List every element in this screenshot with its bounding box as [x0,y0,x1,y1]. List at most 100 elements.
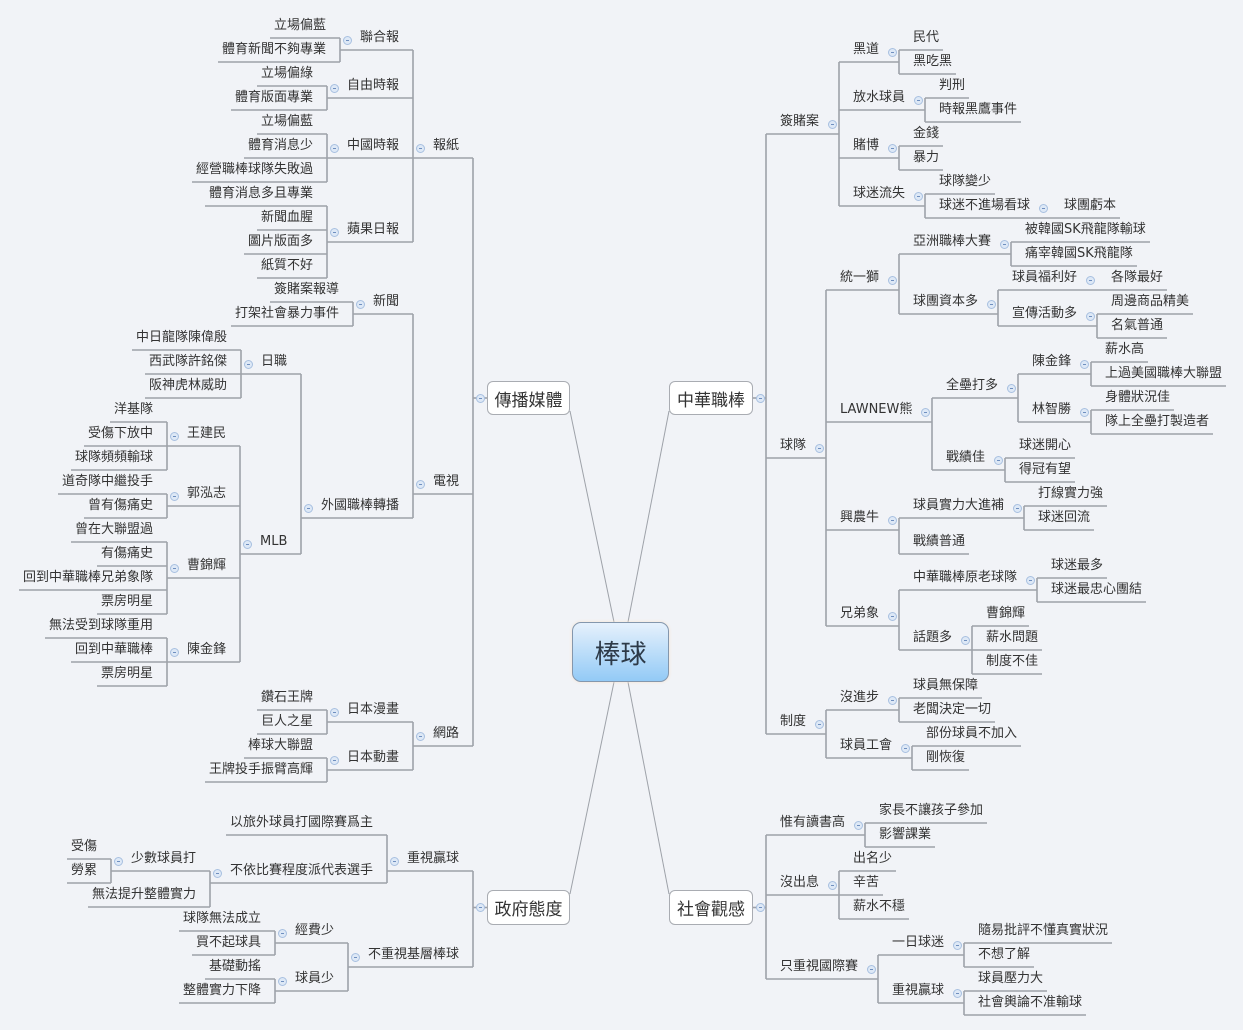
topic-node[interactable]: 鑽石王牌 [261,690,314,705]
topic-node[interactable]: 賭博 [853,138,880,153]
topic-node[interactable]: 體育消息少 [248,138,314,153]
collapse-icon[interactable] [1038,203,1048,213]
topic-node[interactable]: 洋基隊 [114,402,154,417]
collapse-icon[interactable] [329,707,339,717]
topic-node[interactable]: 體育新聞不夠專業 [222,42,327,57]
topic-node[interactable]: 回到中華職棒 [75,642,154,657]
topic-node[interactable]: 簽賭案報導 [274,282,340,297]
topic-node[interactable]: 隨易批評不懂真實狀況 [978,923,1109,938]
collapse-icon[interactable] [329,755,339,765]
topic-node[interactable]: 薪水不穩 [853,899,906,914]
topic-node[interactable]: 沒進步 [840,690,880,705]
topic-node[interactable]: 票房明星 [101,666,154,681]
topic-node[interactable]: 上過美國職棒大聯盟 [1105,366,1223,381]
collapse-icon[interactable] [169,431,179,441]
topic-node[interactable]: 球團資本多 [913,294,979,309]
collapse-icon[interactable] [986,299,996,309]
topic-node[interactable]: 聯合報 [360,30,400,45]
collapse-icon[interactable] [1006,383,1016,393]
topic-node[interactable]: 報紙 [433,138,460,153]
topic-node[interactable]: LAWNEW熊 [840,402,913,417]
topic-node[interactable]: 林智勝 [1032,402,1072,417]
topic-node[interactable]: 球團虧本 [1064,198,1117,213]
collapse-icon[interactable] [853,820,863,830]
topic-node[interactable]: 道奇隊中繼投手 [62,474,154,489]
topic-node[interactable]: 簽賭案 [780,114,820,129]
topic-node[interactable]: 買不起球具 [196,935,262,950]
topic-node[interactable]: 網路 [433,726,460,741]
topic-node[interactable]: 球迷最多 [1051,558,1104,573]
topic-node[interactable]: 部份球員不加入 [926,726,1018,741]
collapse-icon[interactable] [866,964,876,974]
topic-node[interactable]: 名氣普通 [1111,318,1164,333]
topic-node[interactable]: 紙質不好 [261,258,314,273]
collapse-icon[interactable] [169,647,179,657]
main-topic[interactable]: 傳播媒體 [487,381,570,415]
topic-node[interactable]: 日本動畫 [347,750,400,765]
topic-node[interactable]: 身體狀況佳 [1105,390,1171,405]
collapse-icon[interactable] [303,503,313,513]
topic-node[interactable]: 曹錦輝 [986,606,1026,621]
topic-node[interactable]: 判刑 [939,78,966,93]
collapse-icon[interactable] [329,143,339,153]
topic-node[interactable]: 球員無保障 [913,678,979,693]
collapse-icon[interactable] [999,239,1009,249]
collapse-icon[interactable] [814,443,824,453]
topic-node[interactable]: 體育版面專業 [235,90,314,105]
collapse-icon[interactable] [243,359,253,369]
topic-node[interactable]: 自由時報 [347,78,400,93]
collapse-icon[interactable] [1085,311,1095,321]
topic-node[interactable]: 中日龍隊陳偉殷 [136,330,228,345]
topic-node[interactable]: 受傷 [71,839,98,854]
topic-node[interactable]: 打架社會暴力事件 [235,306,340,321]
topic-node[interactable]: 重視贏球 [892,983,945,998]
topic-node[interactable]: 金錢 [913,126,940,141]
main-topic[interactable]: 中華職棒 [669,381,753,415]
topic-node[interactable]: 王建民 [187,426,227,441]
topic-node[interactable]: 不重視基層棒球 [368,947,460,962]
collapse-icon[interactable] [887,143,897,153]
topic-node[interactable]: 中華職棒原老球隊 [913,570,1018,585]
collapse-icon[interactable] [755,903,765,912]
collapse-icon[interactable] [242,539,252,549]
collapse-icon[interactable] [887,47,897,57]
topic-node[interactable]: 受傷下放中 [88,426,154,441]
topic-node[interactable]: 亞洲職棒大賽 [913,234,992,249]
collapse-icon[interactable] [475,393,485,403]
collapse-icon[interactable] [887,515,897,525]
collapse-icon[interactable] [1079,359,1089,369]
topic-node[interactable]: 打線實力強 [1038,486,1104,501]
topic-node[interactable]: 隊上全壘打製造者 [1105,414,1210,429]
topic-node[interactable]: 基礎動搖 [209,959,262,974]
collapse-icon[interactable] [113,856,123,866]
collapse-icon[interactable] [277,928,287,938]
collapse-icon[interactable] [887,611,897,621]
topic-node[interactable]: 立場偏藍 [261,114,314,129]
collapse-icon[interactable] [415,731,425,741]
topic-node[interactable]: 一日球迷 [892,935,945,950]
topic-node[interactable]: MLB [260,534,288,549]
collapse-icon[interactable] [913,191,923,201]
topic-node[interactable]: 陳金鋒 [1032,354,1072,369]
topic-node[interactable]: 球員壓力大 [978,971,1044,986]
topic-node[interactable]: 日職 [261,354,288,369]
topic-node[interactable]: 圖片版面多 [248,234,314,249]
collapse-icon[interactable] [212,868,222,878]
topic-node[interactable]: 辛苦 [853,875,880,890]
collapse-icon[interactable] [1012,503,1022,513]
topic-node[interactable]: 球迷不進場看球 [939,198,1031,213]
topic-node[interactable]: 電視 [433,474,460,489]
topic-node[interactable]: 票房明星 [101,594,154,609]
topic-node[interactable]: 沒出息 [780,875,820,890]
topic-node[interactable]: 家長不讓孩子參加 [879,803,984,818]
topic-node[interactable]: 痛宰韓國SK飛龍隊 [1025,246,1133,261]
collapse-icon[interactable] [887,695,897,705]
collapse-icon[interactable] [355,299,365,309]
topic-node[interactable]: 球隊 [780,438,807,453]
topic-node[interactable]: 王牌投手振臂高輝 [209,762,314,777]
collapse-icon[interactable] [329,227,339,237]
topic-node[interactable]: 老闆決定一切 [913,702,992,717]
topic-node[interactable]: 球迷最忠心團結 [1051,582,1143,597]
collapse-icon[interactable] [329,83,339,93]
topic-node[interactable]: 球員實力大進補 [913,498,1005,513]
